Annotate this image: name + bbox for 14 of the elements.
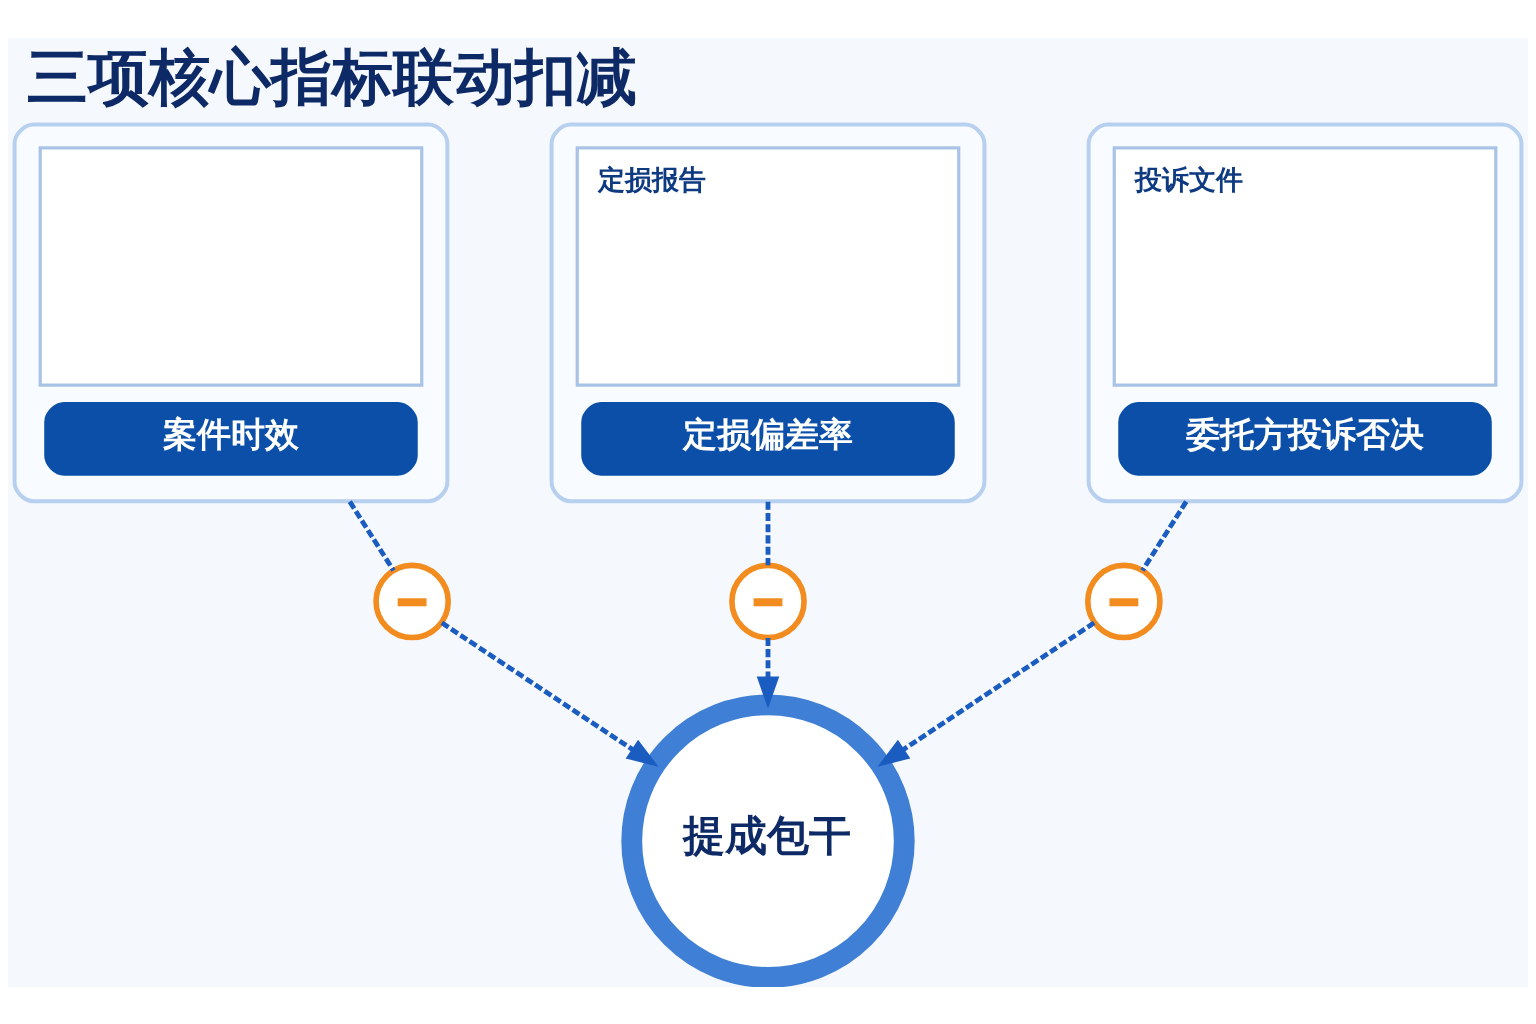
node-circle (1085, 562, 1163, 640)
node-circle (373, 562, 451, 640)
connector (1140, 499, 1189, 572)
arrow (440, 620, 659, 767)
node-circle: 提成包干 (621, 693, 915, 987)
node-box: 投诉文件 委托方投诉否决 (1086, 122, 1524, 503)
connector (347, 499, 396, 572)
arrow (756, 637, 780, 709)
connector (765, 501, 771, 565)
node-circle (729, 562, 807, 640)
diagram-title: 三项核心指标联动扣减 (27, 40, 638, 112)
node-box: 案件时效 (12, 122, 450, 503)
node-box: 定损报告 定损偏差率 (549, 122, 987, 503)
arrow (877, 620, 1096, 767)
